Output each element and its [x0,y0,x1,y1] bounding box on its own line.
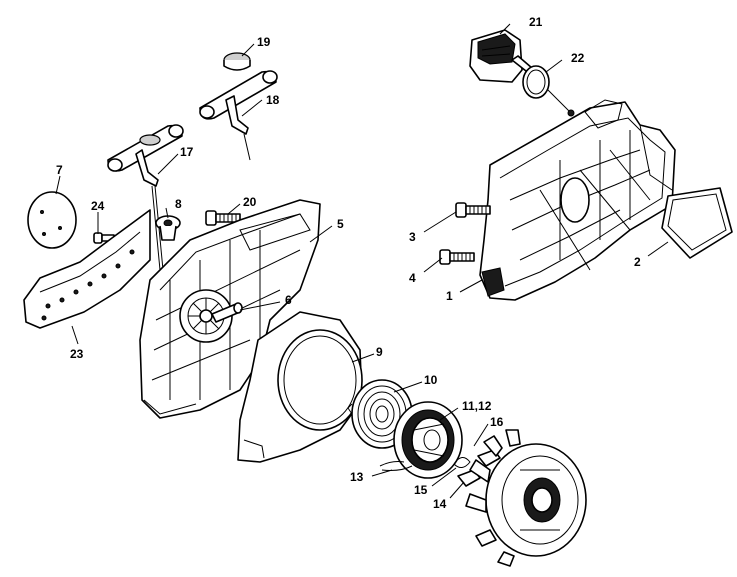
callout-13: 13 [350,470,364,484]
callout-2: 2 [634,255,641,269]
callout-16: 16 [490,415,504,429]
callout-labels: 21 22 3 4 1 2 5 6 7 8 20 24 23 17 18 19 … [56,15,641,511]
callout-1: 1 [446,289,453,303]
callout-22: 22 [571,51,585,65]
callout-9: 9 [376,345,383,359]
part-22-o-ring [522,65,550,99]
part-17-starter-grip [107,124,184,271]
part-7-disc [27,191,77,249]
callout-10: 10 [424,373,438,387]
callout-4: 4 [409,271,416,285]
callout-23: 23 [70,347,84,361]
part-11-12-rope-rotor [393,401,463,479]
part-15-spring-clip [453,457,471,468]
part-9-fan-guard [237,311,363,463]
callout-24: 24 [91,199,105,213]
callout-11-12: 11,12 [462,399,492,413]
part-4-screw [439,249,475,265]
callout-15: 15 [414,483,428,497]
callout-17: 17 [180,145,194,159]
callout-14: 14 [433,497,447,511]
callout-5: 5 [337,217,344,231]
callout-21: 21 [529,15,543,29]
callout-7: 7 [56,163,63,177]
part-21-module [469,29,575,117]
callout-8: 8 [175,197,182,211]
part-3-screw [455,202,491,218]
part-6-shaft [211,302,243,323]
leader-lines [55,23,669,499]
callout-19: 19 [257,35,271,49]
part-1-housing [479,99,676,301]
callout-3: 3 [409,230,416,244]
part-2-gasket [661,187,733,259]
flywheel [465,429,587,567]
callout-18: 18 [266,93,280,107]
callout-20: 20 [243,195,257,209]
part-13-rope [379,461,413,471]
part-18-starter-grip [199,70,278,161]
part-23-cover-plate [23,209,151,329]
part-8-rope-guide [155,215,181,241]
part-19-grip-cap [223,52,251,71]
callout-6: 6 [285,293,292,307]
